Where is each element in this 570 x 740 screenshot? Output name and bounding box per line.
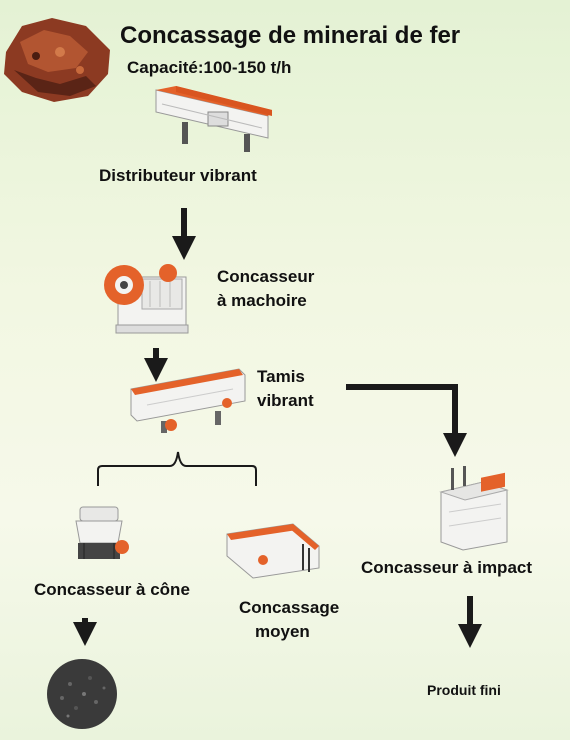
label-moyen: Concassage moyen bbox=[239, 596, 339, 644]
arrow-tamis-impact bbox=[346, 384, 467, 457]
capacity-label: Capacité:100-150 t/h bbox=[127, 58, 292, 77]
medium-crusher-image bbox=[226, 523, 320, 579]
vibrating-feeder-image bbox=[155, 86, 272, 152]
label-distributeur: Distributeur vibrant bbox=[99, 166, 257, 185]
iron-ore-image bbox=[4, 18, 110, 102]
label-cone: Concasseur à cône bbox=[34, 580, 190, 599]
product-pile-image bbox=[47, 659, 117, 729]
cone-crusher-image bbox=[75, 506, 129, 559]
impact-crusher-image bbox=[439, 466, 509, 551]
label-produit: Produit fini bbox=[427, 682, 501, 698]
label-impact: Concasseur à impact bbox=[361, 558, 533, 577]
label-tamis-line1: Tamis bbox=[257, 367, 305, 386]
label-moyen-line1: Concassage bbox=[239, 598, 340, 617]
label-moyen-line2: moyen bbox=[255, 622, 310, 641]
split-bracket bbox=[97, 451, 257, 486]
label-machoire-line1: Concasseur bbox=[217, 267, 315, 286]
label-machoire-line2: à machoire bbox=[217, 291, 307, 310]
label-machoire: Concasseur à machoire bbox=[217, 265, 314, 313]
page-title: Concassage de minerai de fer bbox=[120, 22, 461, 49]
label-tamis-line2: vibrant bbox=[257, 391, 314, 410]
label-tamis: Tamis vibrant bbox=[257, 365, 314, 413]
vibrating-screen-image bbox=[130, 368, 246, 433]
jaw-crusher-image bbox=[104, 264, 189, 334]
